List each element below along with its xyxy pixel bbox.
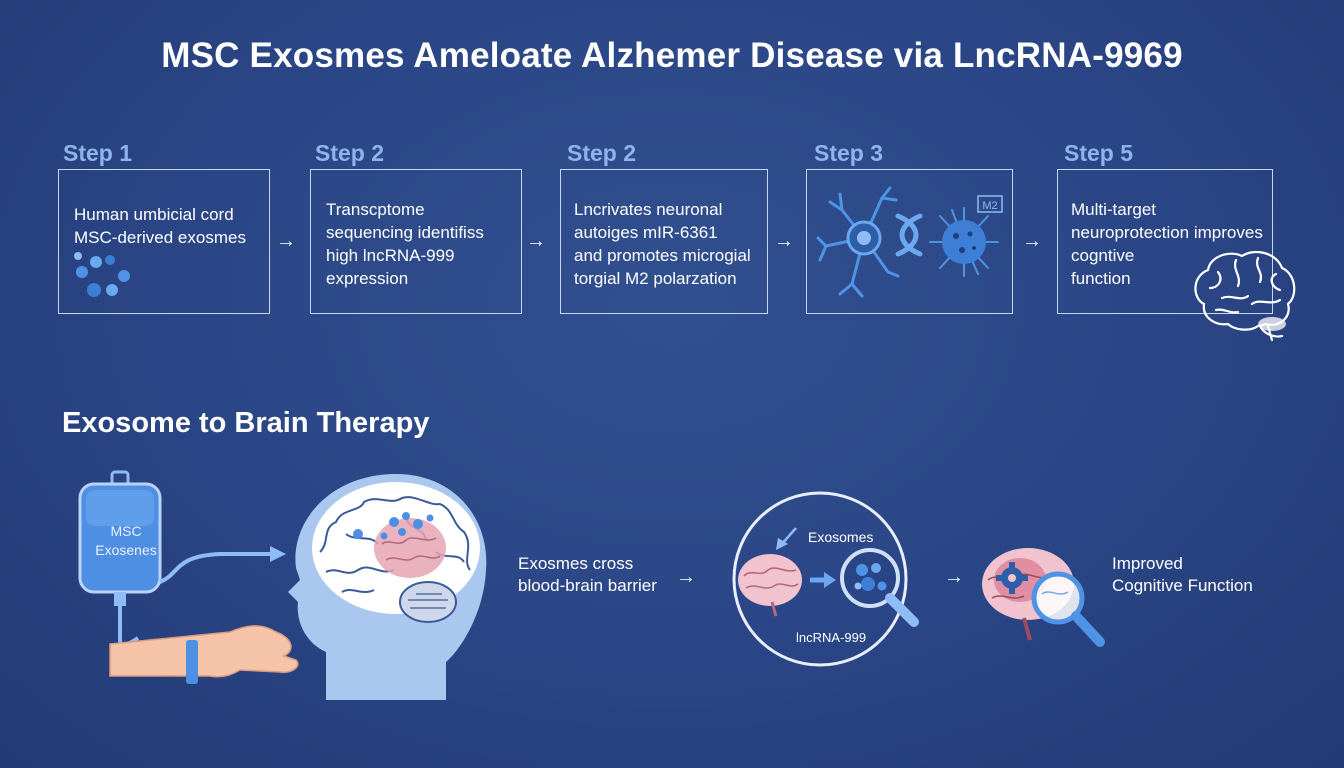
head-brain-icon [288, 474, 487, 700]
result-caption: Improved Cognitive Function [1112, 553, 1253, 597]
step-5-label: Step 5 [1064, 140, 1134, 166]
circle-label-top: Exosomes [808, 529, 874, 545]
step-2b-label: Step 2 [567, 140, 637, 166]
iv-bag-line-1: MSC [110, 523, 142, 539]
step-1-label: Step 1 [63, 140, 133, 166]
iv-bag-label: MSC Exosenes [82, 522, 170, 560]
cross-caption-line-2: blood-brain barrier [518, 576, 657, 595]
arrow-1-2: → [276, 230, 296, 252]
cross-caption: Exosmes cross blood-brain barrier [518, 553, 657, 597]
brain-outline-icon [1194, 250, 1296, 342]
step-2-text: Transcptome sequencing identifiss high l… [326, 198, 484, 290]
arrow-3-5: → [1022, 230, 1042, 252]
dna-helix-icon [895, 213, 923, 257]
circle-label-bottom: lncRNA-999 [796, 630, 867, 645]
step-2-box [310, 169, 522, 314]
arrow-cross-circle: → [676, 566, 696, 588]
step-3-illustration: M2 [816, 186, 1003, 298]
page-title: MSC Exosmes Ameloate Alzhemer Disease vi… [161, 36, 1183, 75]
step-2-line-4: expression [326, 269, 409, 288]
arrow-2b-3: → [774, 230, 794, 252]
step-3-label: Step 3 [814, 140, 884, 166]
step-5-line-1: Multi-target [1071, 200, 1157, 219]
arrow-2-2b: → [526, 230, 546, 252]
step-5-line-3: cogntive [1071, 246, 1135, 265]
iv-bag-icon [78, 470, 299, 684]
step-1-line-1: Human umbicial cord [74, 205, 234, 224]
step-2-line-2: sequencing identifiss [326, 223, 484, 242]
neuron-icon [816, 186, 900, 298]
step-2-label: Step 2 [315, 140, 385, 166]
step-2-line-1: Transcptome [326, 200, 425, 219]
step-2b-box [560, 169, 768, 314]
m2-badge: M2 [982, 200, 997, 212]
m2-badge-box [977, 195, 1003, 213]
step-5-box [1057, 169, 1273, 314]
cross-caption-line-1: Exosmes cross [518, 554, 634, 573]
step-5-line-2: neuroprotection improves [1071, 223, 1263, 242]
microglia-icon [929, 207, 999, 277]
result-brain-icon [982, 548, 1105, 647]
step-2b-text: Lncrivates neuronal autoiges mIR-6361 an… [574, 198, 751, 290]
exosome-dots-icon [74, 252, 130, 297]
step-1-box [58, 169, 270, 314]
step-2b-line-1: Lncrivates neuronal [574, 200, 723, 219]
exosome-circle-icon [732, 491, 919, 667]
iv-bag-line-2: Exosenes [95, 542, 157, 558]
step-5-line-4: function [1071, 269, 1131, 288]
step-1-text: Human umbicial cord MSC-derived exosmes [74, 203, 246, 249]
result-caption-line-2: Cognitive Function [1112, 576, 1253, 595]
step-2-line-3: high lncRNA-999 [326, 246, 455, 265]
gear-icon [996, 562, 1028, 594]
step-3-box [806, 169, 1013, 314]
result-caption-line-1: Improved [1112, 554, 1183, 573]
step-5-text: Multi-target neuroprotection improves co… [1071, 198, 1263, 290]
magnifier-icon [840, 548, 919, 627]
step-2b-line-3: and promotes microgial [574, 246, 751, 265]
step-2b-line-2: autoiges mIR-6361 [574, 223, 718, 242]
arrow-circle-result: → [944, 566, 964, 588]
step-2b-line-4: torgial M2 polarzation [574, 269, 737, 288]
section-title: Exosome to Brain Therapy [62, 407, 430, 439]
step-1-line-2: MSC-derived exosmes [74, 228, 246, 247]
